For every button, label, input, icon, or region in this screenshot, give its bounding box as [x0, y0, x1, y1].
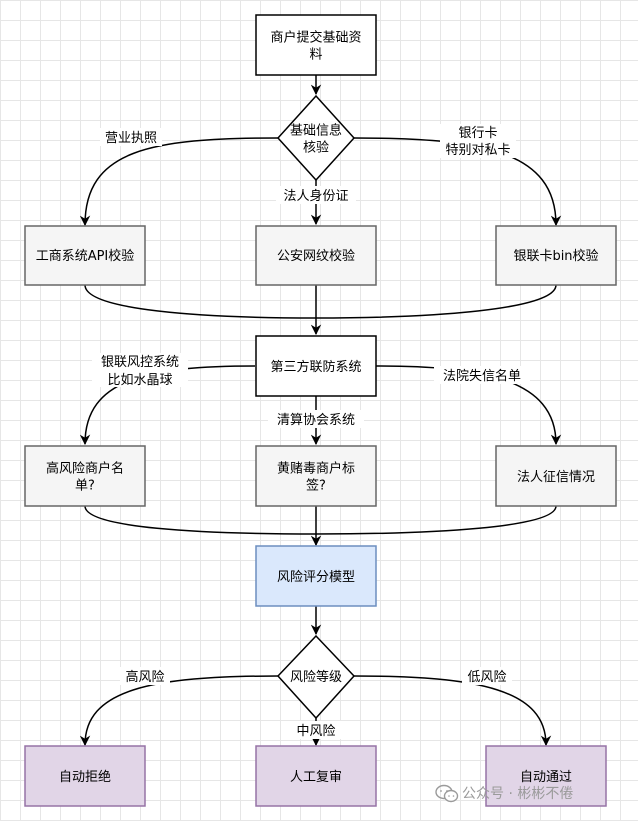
node-pass-label: 自动通过 — [520, 770, 572, 785]
edge-label-low: 低风险 — [467, 670, 506, 685]
node-submit-label: 商户提交基础资料 — [270, 30, 361, 63]
wechat-logo-icon — [435, 784, 459, 803]
edge-label-yinlian-risk-2: 比如水晶球 — [107, 372, 172, 388]
edge-label-clearing: 清算协会系统 — [277, 413, 355, 428]
edge-credit-to-model — [315, 505, 557, 535]
edge-high-risk-to-model — [84, 505, 317, 535]
edge-label-mid: 中风险 — [296, 724, 335, 739]
node-high-risk-list-label: 高风险商户名单? — [46, 461, 124, 494]
node-high-risk-list — [24, 445, 146, 507]
node-credit — [495, 445, 617, 507]
node-credit-label: 法人征信情况 — [517, 470, 595, 485]
edge-gongshang-to-third — [84, 284, 317, 319]
node-basic-check-label: 基础信息核验 — [290, 123, 342, 156]
node-gongshang — [24, 225, 146, 286]
node-third-party — [255, 335, 377, 397]
node-submit — [255, 14, 377, 76]
node-gongshang-label: 工商系统API校验 — [36, 248, 135, 264]
watermark-text: 公众号 · 彬彬不倦 — [462, 786, 573, 802]
edge-label-business-license: 营业执照 — [105, 131, 157, 146]
node-manual — [255, 745, 377, 807]
node-basic-check — [276, 94, 356, 182]
node-gambling-tag-label: 黄赌毒商户标签? — [277, 461, 355, 494]
node-third-party-label: 第三方联防系统 — [270, 359, 361, 375]
node-reject-label: 自动拒绝 — [59, 769, 111, 785]
edge-label-high: 高风险 — [125, 669, 164, 685]
node-manual-label: 人工复审 — [290, 770, 342, 785]
edge-label-bank-card-1: 银行卡 — [458, 126, 497, 141]
edge-basic-to-gongshang — [79, 137, 279, 227]
node-risk-level — [276, 634, 356, 720]
edge-level-to-reject — [79, 675, 279, 747]
node-pass — [485, 745, 607, 807]
node-risk-level-label: 风险等级 — [290, 669, 342, 685]
node-risk-model — [255, 545, 377, 607]
edge-label-court: 法院失信名单 — [443, 368, 521, 384]
node-yinlian-bin-label: 银联卡bin校验 — [513, 248, 598, 264]
edge-level-to-pass — [353, 675, 552, 747]
node-yinlian-bin — [495, 225, 617, 286]
node-gongan-label: 公安网纹校验 — [277, 248, 355, 264]
node-reject — [24, 745, 146, 807]
node-gambling-tag — [255, 445, 377, 507]
edge-yinlian-bin-to-third — [315, 284, 557, 319]
edge-label-legal-id: 法人身份证 — [283, 188, 348, 204]
node-gongan — [255, 225, 377, 286]
edge-label-yinlian-risk-1: 银联风控系统 — [101, 355, 179, 370]
edge-label-bank-card-2: 特别对私卡 — [445, 143, 510, 158]
node-risk-model-label: 风险评分模型 — [277, 570, 355, 585]
